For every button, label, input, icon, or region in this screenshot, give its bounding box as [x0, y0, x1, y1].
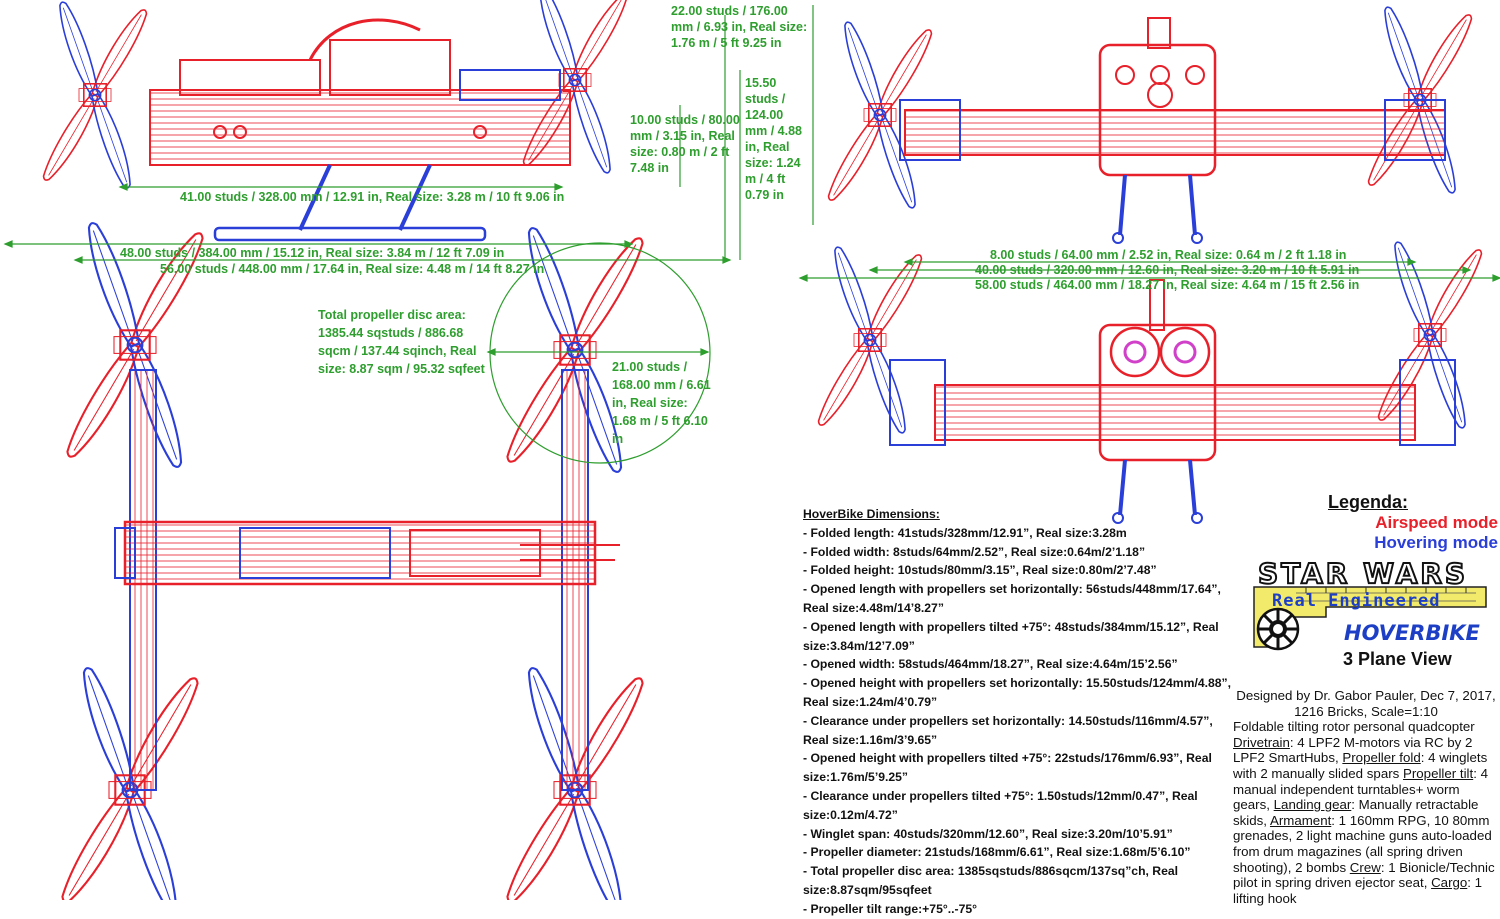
- dim-length-horizontal: 56.00 studs / 448.00 mm / 17.64 in, Real…: [160, 262, 545, 276]
- dim-height-opened-tilted: 22.00 studs / 176.00 mm / 6.93 in, Real …: [671, 4, 808, 50]
- legend-hovering: Hovering mode: [1374, 533, 1498, 552]
- drivetrain-label: Drivetrain: [1233, 734, 1290, 750]
- info-block: Designed by Dr. Gabor Pauler, Dec 7, 201…: [1233, 688, 1499, 906]
- dimension-lines: [3, 5, 1500, 356]
- side-view: [39, 0, 631, 242]
- dimension-line: - Propeller diameter: 21studs/168mm/6.61…: [803, 845, 1191, 860]
- dimension-line: - Opened height with propellers set hori…: [803, 676, 1235, 709]
- top-view: [56, 220, 711, 900]
- dimensions-panel: HoverBike Dimensions: - Folded length: 4…: [803, 505, 1233, 919]
- landing-gear-label: Landing gear: [1273, 797, 1352, 813]
- three-plane-view-title: 3 Plane View: [1343, 649, 1452, 669]
- logo: STAR WARS Real Engineered HOVERBIKE 3 Pl…: [1236, 556, 1500, 669]
- dimension-line: - Clearance under propellers tilted +75°…: [803, 788, 1202, 822]
- caliper-icon: [1253, 586, 1487, 651]
- dimension-line: - Opened height with propellers tilted +…: [803, 751, 1216, 785]
- rear-view: [814, 240, 1486, 524]
- legend-airspeed: Airspeed mode: [1375, 513, 1498, 532]
- dimension-line: - Clearance under propellers set horizon…: [803, 713, 1217, 747]
- dimension-line: - Total propeller disc area: 1385sqstuds…: [803, 864, 1182, 897]
- description-paragraph: Foldable tilting rotor personal quadcopt…: [1233, 719, 1499, 906]
- dimensions-title: HoverBike Dimensions:: [803, 507, 940, 521]
- dimension-line: - Folded width: 8studs/64mm/2.52”, Real …: [803, 544, 1146, 559]
- dim-disc-area: Total propeller disc area: 1385.44 sqstu…: [318, 308, 485, 376]
- landing-gear-text: : Manually retractable skids,: [1233, 797, 1479, 828]
- dim-winglet-span: 40.00 studs / 320.00 mm / 12.60 in, Real…: [975, 263, 1360, 277]
- front-view: [824, 5, 1476, 244]
- armament-label: Armament: [1269, 812, 1332, 828]
- blueprint-drawing: [3, 0, 1500, 900]
- cargo-label: Cargo: [1431, 875, 1468, 891]
- crew-text: : 1 Bionicle/Technic pilot in spring dri…: [1233, 859, 1495, 891]
- dimension-line: - Folded height: 10studs/80mm/3.15”, Rea…: [803, 563, 1157, 578]
- legend: Legenda: Airspeed mode Hovering mode STA…: [1236, 492, 1500, 669]
- dimension-line: - Winglet span: 40studs/320mm/12.60”, Re…: [803, 826, 1173, 841]
- star-wars-logo: STAR WARS: [1257, 556, 1469, 591]
- dim-width-opened: 58.00 studs / 464.00 mm / 18.27 in, Real…: [975, 278, 1360, 292]
- dimension-line: - Opened width: 58studs/464mm/18.27”, Re…: [803, 657, 1178, 672]
- dim-width-folded: 8.00 studs / 64.00 mm / 2.52 in, Real si…: [990, 248, 1347, 262]
- crew-label: Crew: [1349, 859, 1381, 875]
- drivetrain-text: : 4 LPF2 M-motors via RC by 2 LPF2 Smart…: [1233, 734, 1473, 766]
- dimension-line: - Folded length: 41studs/328mm/12.91”, R…: [803, 525, 1127, 540]
- dim-propeller-diameter: 21.00 studs / 168.00 mm / 6.61 in, Real …: [612, 360, 711, 446]
- dimension-line: - Opened length with propellers set hori…: [803, 582, 1225, 615]
- legend-title: Legenda:: [1327, 492, 1408, 512]
- dim-height-folded: 10.00 studs / 80.00 mm / 3.15 in, Real s…: [630, 113, 740, 175]
- hoverbike-title: HOVERBIKE: [1344, 621, 1480, 645]
- dimension-line: - Opened length with propellers tilted +…: [803, 619, 1223, 653]
- real-engineered-text: Real Engineered: [1272, 591, 1441, 611]
- dimension-line: - Propeller tilt range:+75°..-75°: [803, 901, 977, 916]
- dim-length-tilted: 48.00 studs / 384.00 mm / 15.12 in, Real…: [120, 246, 505, 260]
- prop-fold-text: : 4 winglets with 2 manually slided spar…: [1233, 750, 1488, 781]
- dim-height-opened-horizontal: 15.50 studs / 124.00 mm / 4.88 in, Real …: [745, 76, 802, 202]
- prop-tilt-label: Propeller tilt: [1402, 765, 1474, 781]
- dim-length-folded: 41.00 studs / 328.00 mm / 12.91 in, Real…: [180, 190, 565, 204]
- prop-tilt-text: : 4 manual independent turntables+ worm …: [1233, 765, 1488, 813]
- description: Foldable tilting rotor personal quadcopt…: [1233, 719, 1475, 735]
- prop-fold-label: Propeller fold: [1342, 750, 1421, 766]
- credit-line: Designed by Dr. Gabor Pauler, Dec 7, 201…: [1236, 688, 1496, 719]
- armament-text: : 1 160mm RPG, 10 80mm grenades, 2 light…: [1233, 812, 1492, 875]
